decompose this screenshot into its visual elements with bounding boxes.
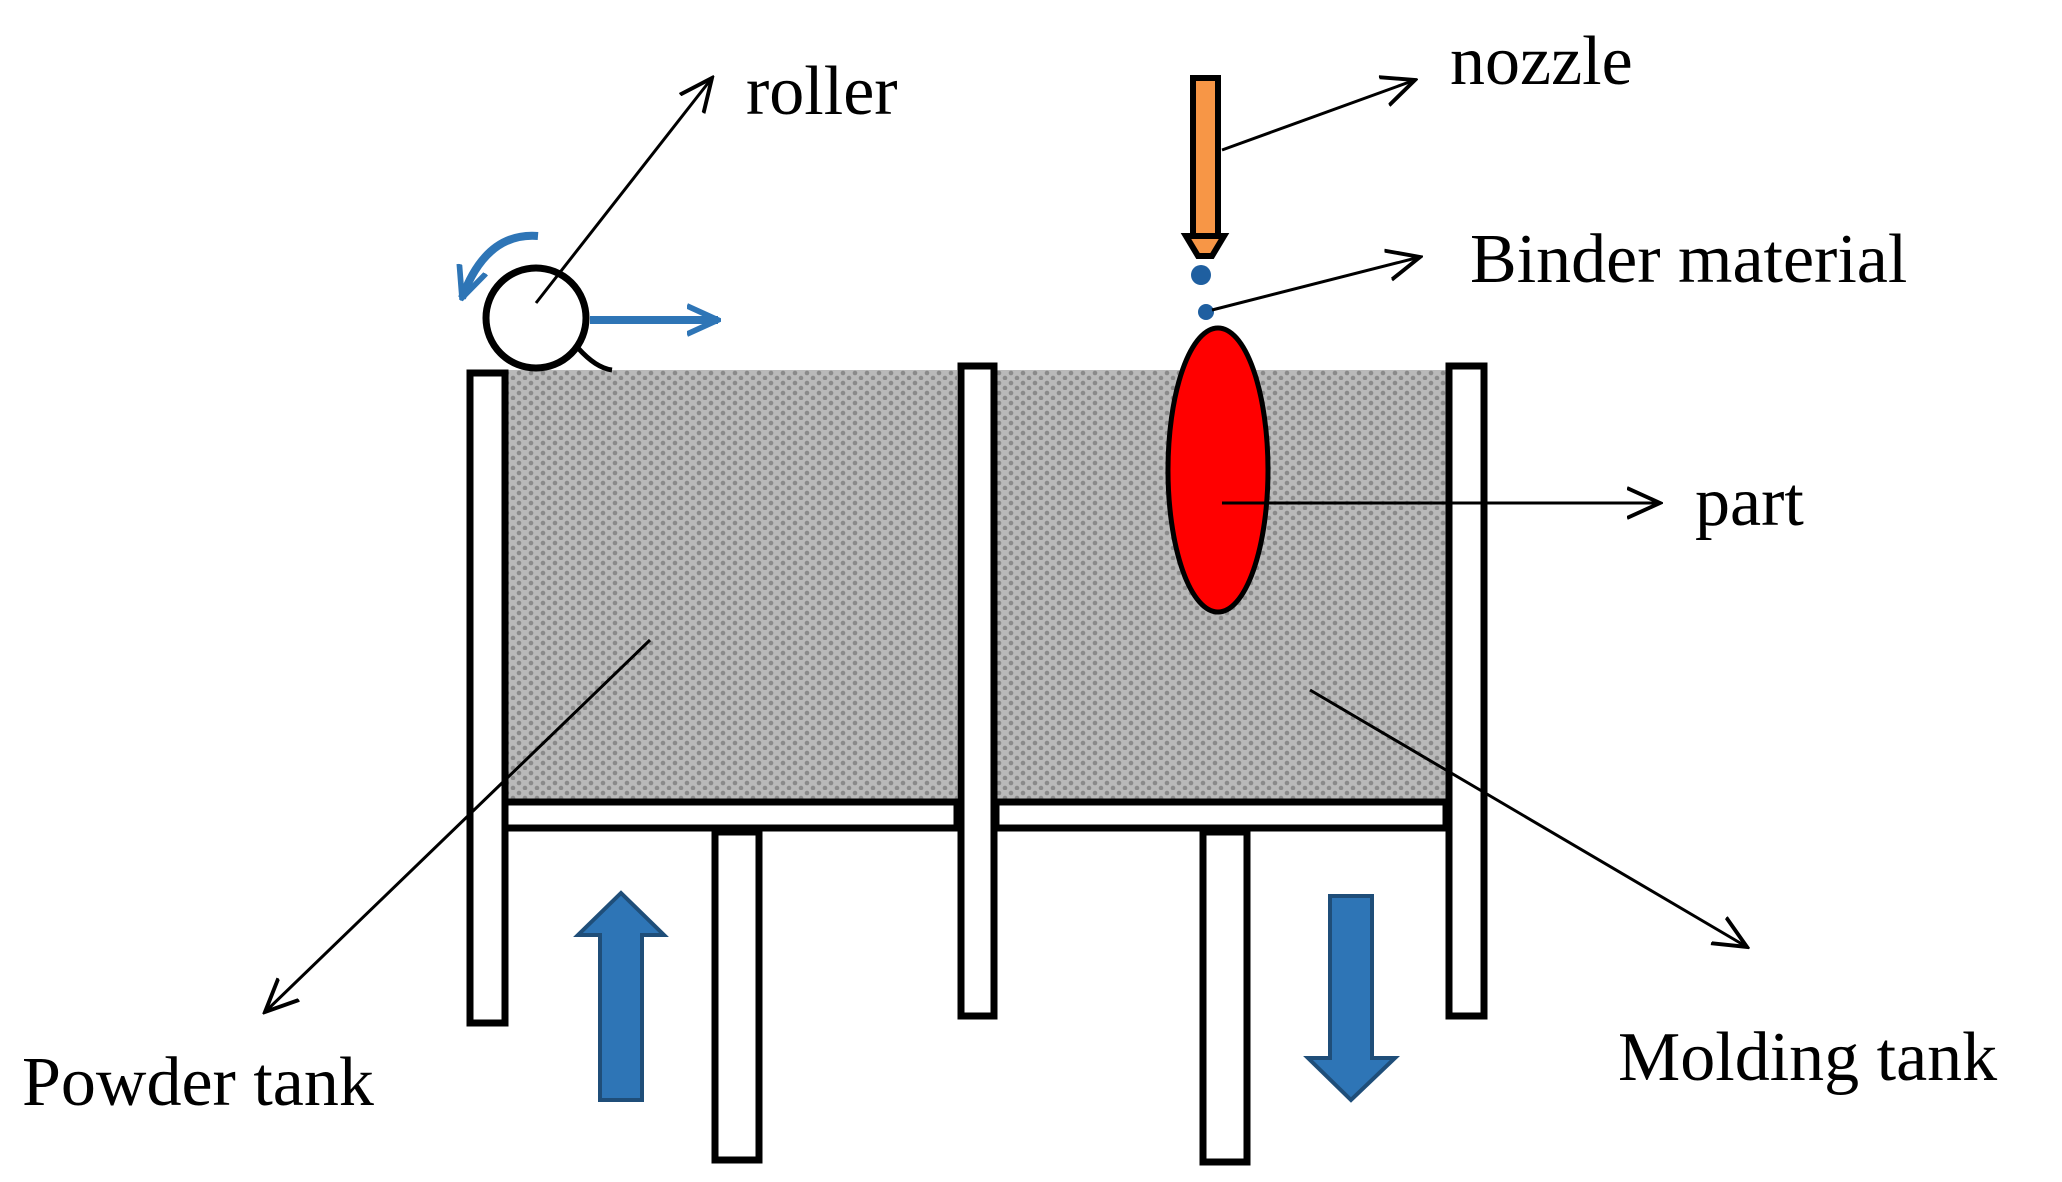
part-label: part [1695, 464, 1804, 541]
powder-tank-piston [711, 828, 763, 1164]
molding-tank-leader [1309, 688, 1747, 947]
binder-droplet-upper [1191, 265, 1211, 285]
powder-bed-left [505, 370, 957, 802]
roller-label: roller [746, 53, 898, 130]
powder-tank-platform [501, 798, 961, 832]
part-shape [1165, 325, 1271, 615]
roller-rotation-arrow [462, 231, 539, 298]
powder-tank-label: Powder tank [22, 1044, 374, 1121]
middle-wall [957, 362, 998, 1020]
binder-droplet-lower [1198, 304, 1214, 320]
roller-leader [534, 78, 712, 304]
molding-tank-down-arrow [1303, 894, 1400, 1103]
left-wall [466, 369, 509, 1027]
nozzle-label: nozzle [1450, 23, 1633, 100]
powder-tank-up-arrow [573, 890, 669, 1102]
roller-icon [482, 264, 590, 372]
nozzle-leader [1221, 80, 1415, 152]
right-wall [1445, 362, 1488, 1020]
molding-tank-piston [1199, 828, 1251, 1166]
binder-leader [1211, 257, 1420, 312]
binder-material-label: Binder material [1470, 221, 1907, 298]
roller-powder-wedge [576, 346, 613, 373]
nozzle-icon [1180, 75, 1230, 259]
molding-tank-label: Molding tank [1618, 1019, 1997, 1096]
molding-tank-platform [992, 798, 1450, 832]
powder-tank-leader [265, 638, 652, 1012]
